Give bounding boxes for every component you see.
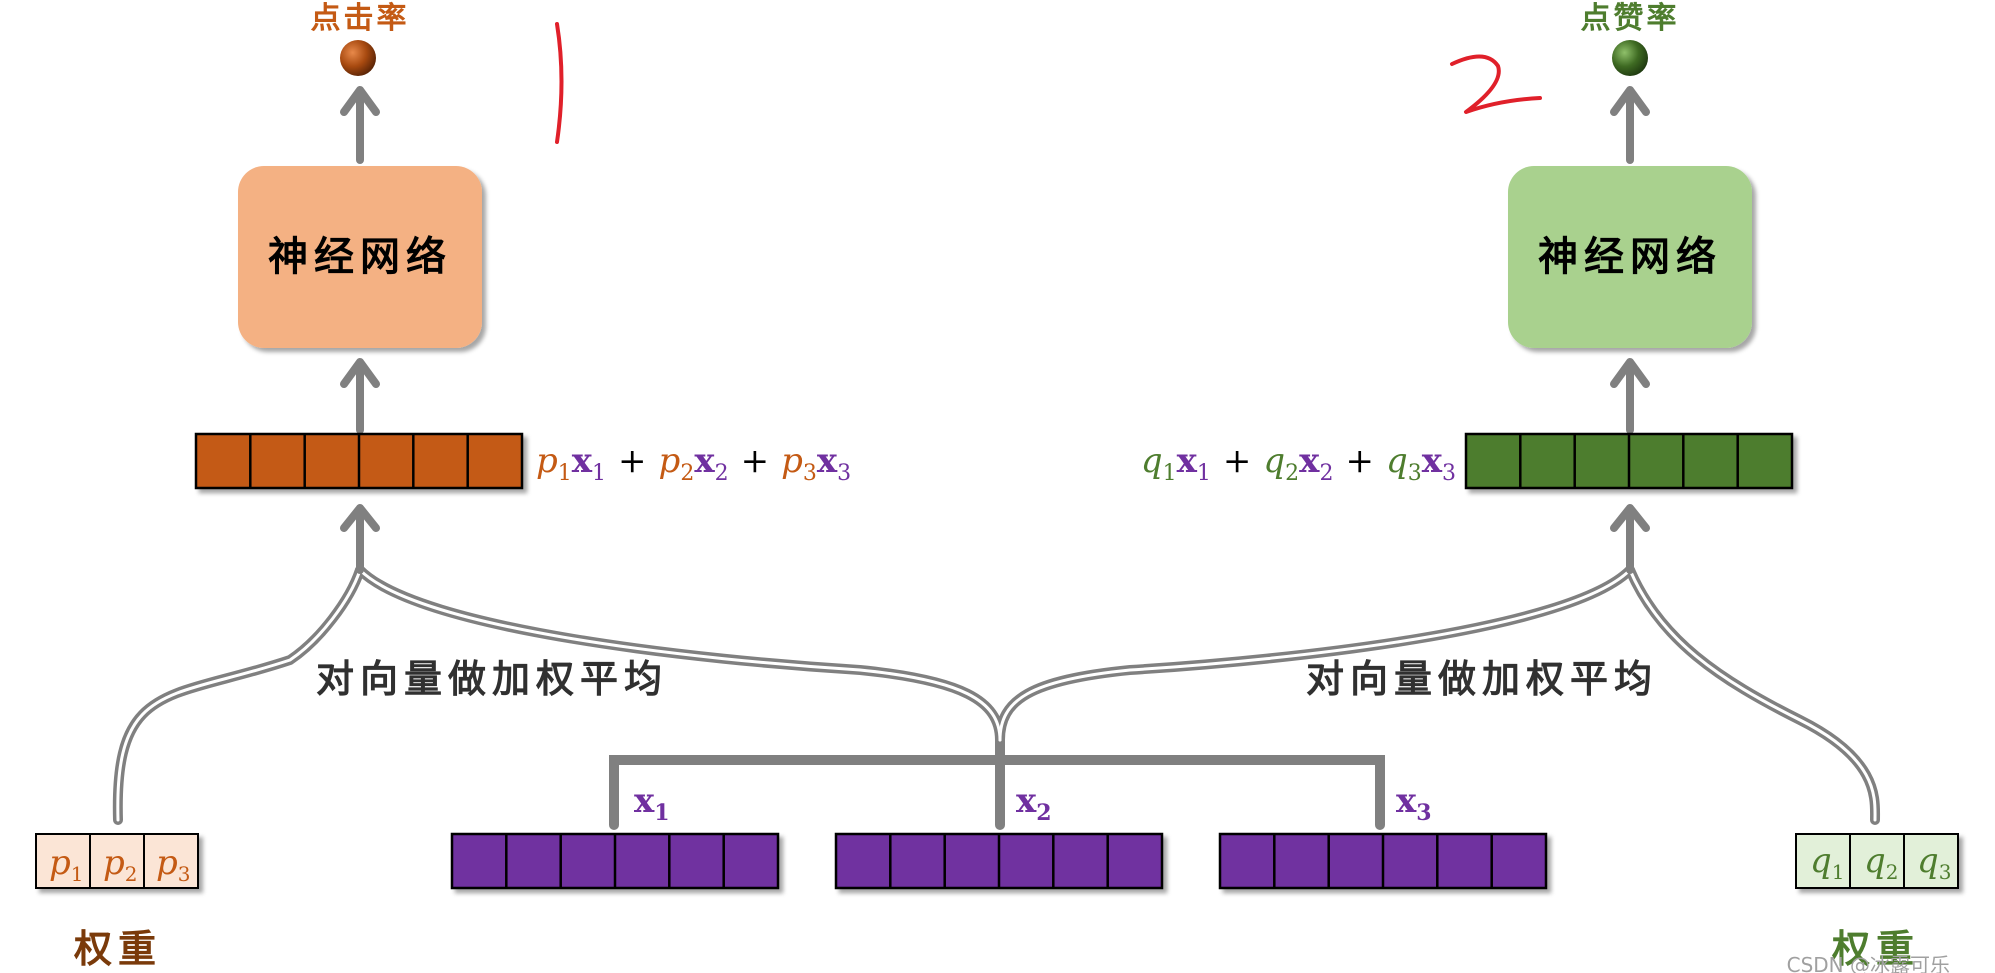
watermark: CSDN @冰露可乐	[1787, 953, 1950, 973]
weighted-embedding-left	[194, 432, 524, 490]
weight-vector-right	[1795, 833, 1959, 889]
weight-cell-q2: q2	[1864, 841, 1899, 884]
weighted-sum-formula-left: p1x1+p2x2+p3x3	[536, 441, 851, 486]
like-rate-label: 点赞率	[1581, 1, 1680, 36]
weighted-embedding-right	[1464, 432, 1794, 490]
connector-lines	[112, 565, 1881, 830]
up-arrow-icon	[340, 86, 380, 574]
handwritten-number-annotation	[1450, 54, 1542, 114]
weighted-average-label-right: 对向量做加权平均	[1306, 657, 1658, 701]
neural-network-box-right: 神经网络	[1508, 166, 1752, 348]
weight-cell-q1: q1	[1810, 841, 1845, 884]
weight-caption-right: 权重	[1831, 927, 1920, 971]
input-vector-x3	[1218, 832, 1548, 890]
up-arrow-icon	[1610, 86, 1650, 574]
weight-caption-left: 权重	[73, 927, 162, 971]
weight-vector-left	[35, 833, 199, 889]
weight-cell-p1: p1	[49, 843, 84, 886]
probability-dot-icon	[1612, 40, 1648, 76]
weighted-average-label-left: 对向量做加权平均	[316, 657, 668, 701]
weight-cell-p2: p2	[103, 843, 138, 886]
weight-cell-p3: p3	[156, 843, 191, 886]
weight-cell-q3: q3	[1917, 841, 1952, 884]
svg-text:神经网络: 神经网络	[268, 234, 452, 280]
neural-network-box-left: 神经网络	[238, 166, 482, 348]
svg-text:神经网络: 神经网络	[1538, 234, 1722, 280]
weighted-sum-formula-right: q1x1+q2x2+q3x3	[1141, 441, 1456, 486]
handwritten-number-annotation	[555, 22, 564, 144]
vector-label-x1: x1	[634, 781, 670, 826]
vector-label-x3: x3	[1396, 781, 1432, 826]
input-vector-x2	[834, 832, 1164, 890]
input-vector-x1	[450, 832, 780, 890]
vector-label-x2: x2	[1016, 781, 1052, 826]
probability-dot-icon	[340, 40, 376, 76]
click-rate-label: 点击率	[311, 1, 410, 36]
